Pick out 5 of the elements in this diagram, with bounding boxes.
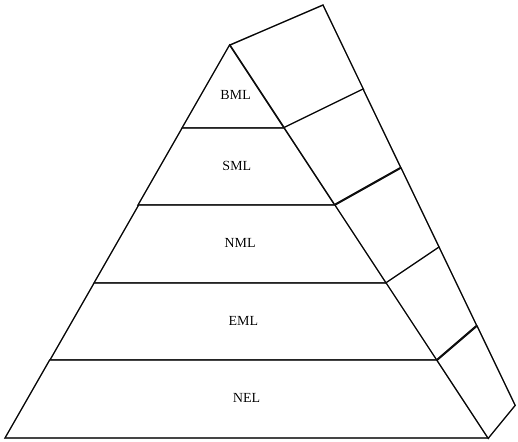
layer-label: BML <box>220 88 251 104</box>
layer-label: EML <box>228 314 258 330</box>
layer-label: NML <box>224 236 256 252</box>
layer-label: SML <box>222 158 252 174</box>
layer-label: NEL <box>232 391 260 407</box>
